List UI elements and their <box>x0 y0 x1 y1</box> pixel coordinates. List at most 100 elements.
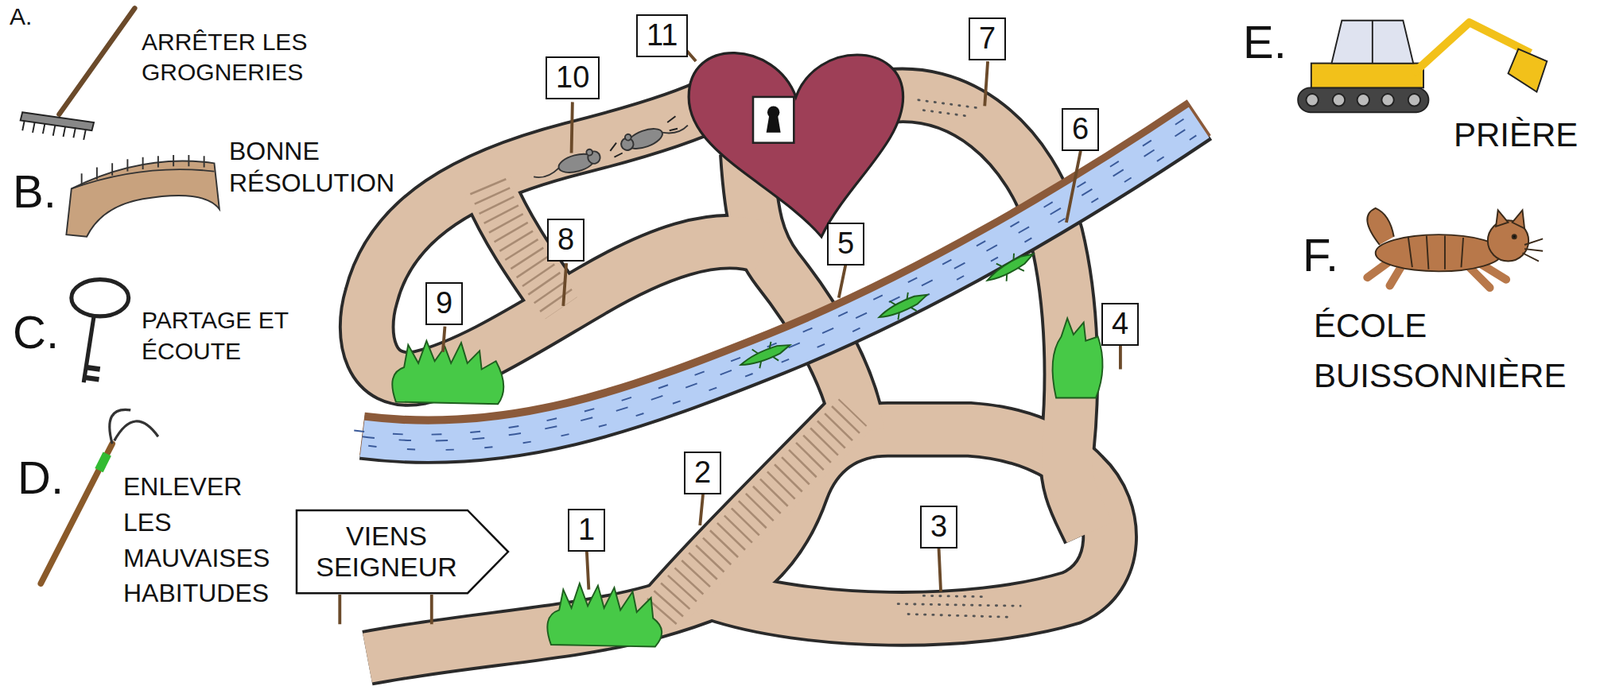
mouse <box>609 116 678 157</box>
tool-caption: BONNE RÉSOLUTION <box>229 135 412 199</box>
letter-marker: E. <box>1242 15 1287 70</box>
signpost-number: 9 <box>425 282 463 326</box>
signpost-number: 5 <box>827 222 865 266</box>
bush <box>547 583 662 648</box>
cat-icon <box>1375 234 1503 272</box>
crocodile <box>738 341 792 370</box>
excavator-icon <box>1371 20 1374 64</box>
cat-icon <box>1366 208 1543 288</box>
mouse <box>618 113 691 156</box>
gravel-dots <box>918 100 980 117</box>
tool-caption: ARRÊTER LES GROGNERIES <box>141 27 381 87</box>
road <box>366 101 764 379</box>
sign-text: 4 <box>1111 306 1129 342</box>
hoe-icon <box>98 454 107 471</box>
key-icon <box>71 279 129 317</box>
road-outline <box>366 101 764 379</box>
signpost-number: 11 <box>636 14 688 58</box>
crocodile <box>877 291 929 323</box>
signpost-number: 6 <box>1061 108 1100 152</box>
excavator-icon <box>1332 20 1414 64</box>
heart <box>688 53 903 237</box>
cat-icon <box>1366 208 1394 245</box>
sign-text: 3 <box>930 509 948 545</box>
mouse <box>624 133 633 142</box>
rake-icon <box>22 120 86 140</box>
key-icon <box>71 279 129 384</box>
key-icon <box>85 367 101 380</box>
excavator-icon <box>1332 93 1345 106</box>
sign-text: 8 <box>557 222 575 258</box>
sign-text: 7 <box>978 21 996 57</box>
tool-caption: ÉCOLE BUISSONNIÈRE <box>1313 300 1589 401</box>
heart <box>688 53 903 237</box>
signpost-number: 2 <box>683 451 722 495</box>
cat-icon <box>1495 209 1525 229</box>
heart <box>753 97 794 144</box>
rake-icon <box>20 7 136 140</box>
crocodile <box>752 341 779 369</box>
mouse <box>662 123 689 137</box>
excavator-icon <box>1297 20 1547 113</box>
crocodile <box>889 292 917 320</box>
heart <box>766 114 781 133</box>
hoe-icon <box>109 409 159 444</box>
letter-marker: B. <box>12 165 57 219</box>
cat-icon <box>1408 235 1543 269</box>
excavator-icon <box>1297 87 1429 113</box>
crocodile <box>874 285 932 327</box>
gravel-dots <box>897 595 1021 618</box>
sign-text: 11 <box>646 18 678 54</box>
excavator-icon <box>1408 93 1421 106</box>
bridge-icon <box>66 155 219 237</box>
gravel-dots <box>897 100 1021 618</box>
crocodile <box>985 250 1037 285</box>
tool-caption: ENLEVER LES MAUVAISES HABITUDES <box>123 469 283 612</box>
direction-sign: VIENS SEIGNEUR <box>295 509 509 595</box>
excavator-icon <box>1381 93 1394 106</box>
signpost-number: 7 <box>968 17 1006 61</box>
letter-marker: D. <box>17 451 64 505</box>
tool-caption: PRIÈRE <box>1453 116 1578 155</box>
letter-marker: C. <box>12 306 59 360</box>
excavator-icon <box>1305 93 1318 106</box>
excavator-icon <box>1357 93 1370 106</box>
bridge-icon <box>81 155 205 186</box>
excavator-icon <box>1508 49 1548 93</box>
bridge-icon <box>66 160 219 237</box>
sign-text: 2 <box>694 455 711 491</box>
mouse <box>532 167 560 179</box>
sign-text: 1 <box>578 512 595 548</box>
signpost-number: 3 <box>920 505 958 549</box>
crocodile <box>996 253 1025 282</box>
signpost-number: 8 <box>547 218 585 262</box>
mouse <box>586 148 594 156</box>
signpost-number: 1 <box>567 508 606 552</box>
sign-text: 6 <box>1071 112 1089 148</box>
cat-icon <box>1512 234 1517 239</box>
key-icon <box>83 316 94 383</box>
sign-text: 5 <box>837 226 855 262</box>
bush <box>392 341 504 405</box>
crocodile <box>737 244 1039 375</box>
sign-text: 10 <box>555 60 590 96</box>
bridge-icon <box>71 169 215 189</box>
rake-icon <box>20 112 94 131</box>
gravel-texture <box>660 411 853 613</box>
road <box>660 411 853 613</box>
signpost-number: 10 <box>545 56 600 100</box>
bush <box>1052 318 1103 398</box>
letter-marker: A. <box>9 3 32 32</box>
tool-caption: PARTAGE ET ÉCOUTE <box>141 304 289 367</box>
mouse <box>530 147 602 183</box>
sign-text: VIENS SEIGNEUR <box>310 520 463 583</box>
signpost-number: 4 <box>1101 302 1139 346</box>
letter-marker: F. <box>1302 229 1339 283</box>
arrow-sign-outline <box>296 510 509 594</box>
sign-text: 9 <box>435 286 453 322</box>
excavator-icon <box>1311 63 1424 89</box>
rake-icon <box>58 7 135 114</box>
crocodile <box>982 244 1039 290</box>
crocodile <box>737 335 794 375</box>
